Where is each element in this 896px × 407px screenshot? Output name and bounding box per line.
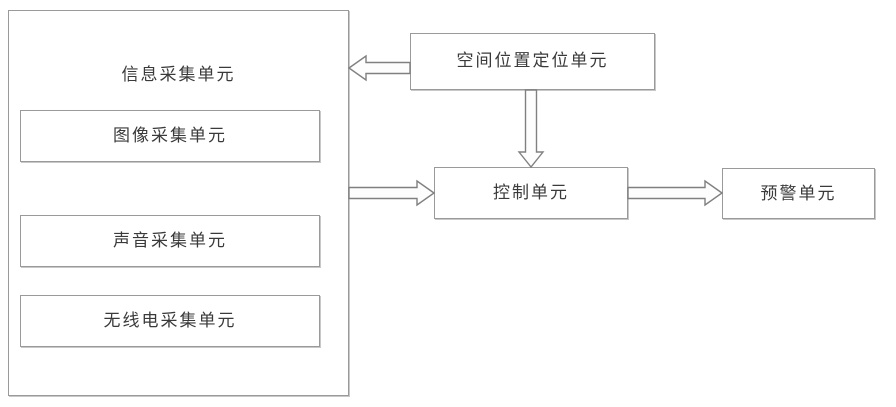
node-spatial-locating-unit[interactable]: 空间位置定位单元: [410, 33, 655, 90]
node-spatial-locating-unit-label: 空间位置定位单元: [456, 51, 609, 71]
node-radio-collection-unit-label: 无线电采集单元: [103, 311, 237, 331]
node-control-unit-label: 控制单元: [493, 183, 569, 203]
node-control-unit[interactable]: 控制单元: [434, 167, 628, 219]
node-image-collection-unit-label: 图像采集单元: [113, 126, 227, 146]
node-info-collection-unit-label: 信息采集单元: [121, 65, 236, 85]
arrow-spatial-to-info-collection-icon: [347, 54, 411, 82]
node-warning-unit-label: 预警单元: [760, 184, 837, 204]
node-sound-collection-unit-label: 声音采集单元: [113, 231, 227, 251]
arrow-spatial-to-control-icon: [517, 89, 545, 169]
node-sound-collection-unit[interactable]: 声音采集单元: [20, 215, 320, 267]
arrow-info-collection-to-control-icon: [348, 179, 436, 207]
node-image-collection-unit[interactable]: 图像采集单元: [20, 110, 320, 162]
node-radio-collection-unit[interactable]: 无线电采集单元: [20, 295, 320, 347]
arrow-control-to-warning-icon: [627, 179, 724, 207]
node-warning-unit[interactable]: 预警单元: [722, 168, 875, 219]
